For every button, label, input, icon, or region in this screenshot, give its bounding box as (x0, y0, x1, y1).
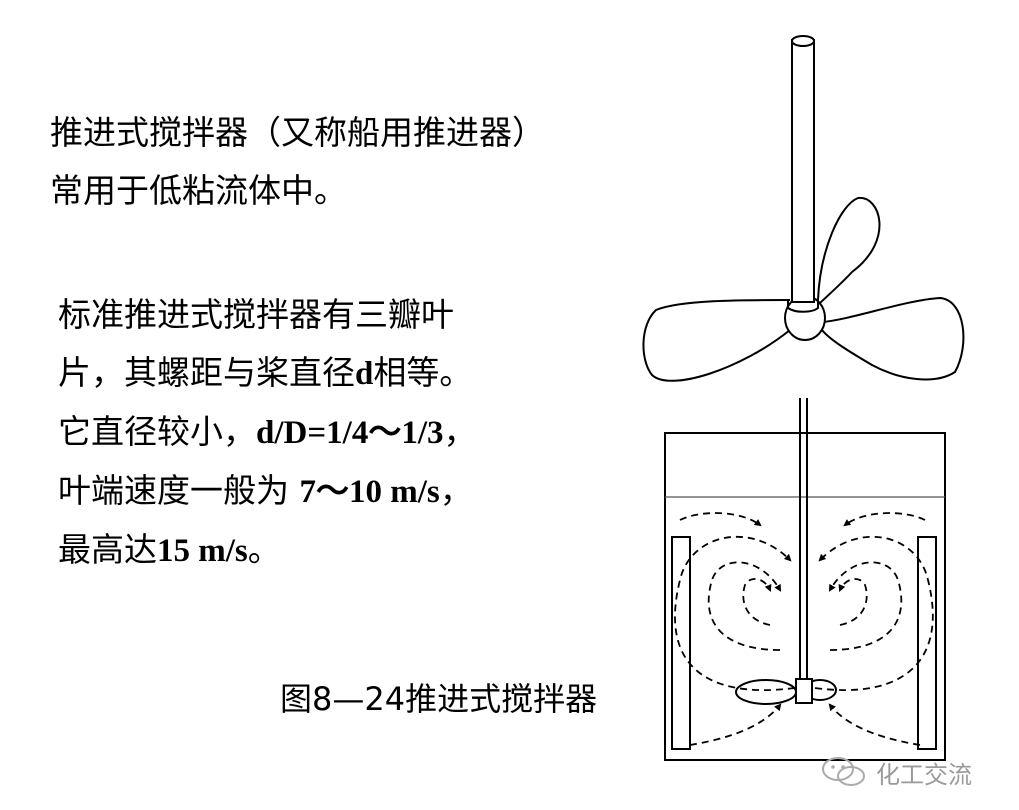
description-line-2c: 相等。 (373, 353, 473, 392)
description-line-3c: ， (443, 412, 477, 451)
description-line-2a: 片，其螺距与桨直径 (58, 353, 355, 392)
figure-caption: 图8—24推进式搅拌器 (280, 680, 598, 718)
tank-flow-diagram (664, 398, 946, 761)
description-line-5c: 。 (247, 530, 281, 569)
description-line-5a: 最高达 (58, 530, 157, 569)
description-line-1: 标准推进式搅拌器有三瓣叶 (58, 295, 454, 334)
tank-propeller-hub (795, 678, 813, 704)
tank-propeller-blade-left (735, 679, 797, 705)
description-line-2b: d (355, 356, 374, 392)
propeller-blade-upper (817, 196, 881, 306)
watermark-text: 化工交流 (876, 760, 972, 789)
propeller-shaft-collar (787, 300, 819, 313)
description-line-2: 片，其螺距与桨直径d相等。 (58, 344, 477, 403)
tank-outline (664, 432, 946, 761)
description-line-4: 叶端速度一般为 7～10 m/s， (58, 462, 477, 521)
tank-propeller (735, 678, 837, 705)
intro-line-2: 常用于低粘流体中。 (50, 171, 347, 210)
propeller-blade-left (642, 299, 791, 382)
description-line-3: 它直径较小，d/D=1/4～1/3， (58, 403, 477, 462)
intro-text: 推进式搅拌器（又称船用推进器） 常用于低粘流体中。 (50, 104, 545, 220)
baffle-right (917, 536, 937, 750)
propeller-shaft-top (791, 35, 815, 47)
flow-loops-left (674, 512, 796, 746)
description-line-3a: 它直径较小， (58, 412, 256, 451)
description-line-5: 最高达15 m/s。 (58, 521, 477, 580)
propeller-illustration (642, 35, 965, 382)
description-line-3b: d/D=1/4～1/3 (256, 415, 444, 451)
watermark: 化工交流 (818, 752, 1000, 792)
propeller-shaft (791, 39, 815, 303)
description-line-5b: 15 m/s (157, 533, 248, 569)
wechat-icon (822, 757, 865, 786)
description-line-4b: 7～10 m/s (299, 474, 440, 510)
propeller-blade-right (821, 296, 965, 381)
flow-loops-right (814, 512, 934, 746)
description-line-4a: 叶端速度一般为 (58, 471, 300, 510)
description-text: 标准推进式搅拌器有三瓣叶 片，其螺距与桨直径d相等。 它直径较小，d/D=1/4… (58, 286, 477, 580)
intro-line-1: 推进式搅拌器（又称船用推进器） (50, 113, 545, 152)
description-line-4c: ， (439, 471, 473, 510)
baffle-left (671, 536, 691, 750)
